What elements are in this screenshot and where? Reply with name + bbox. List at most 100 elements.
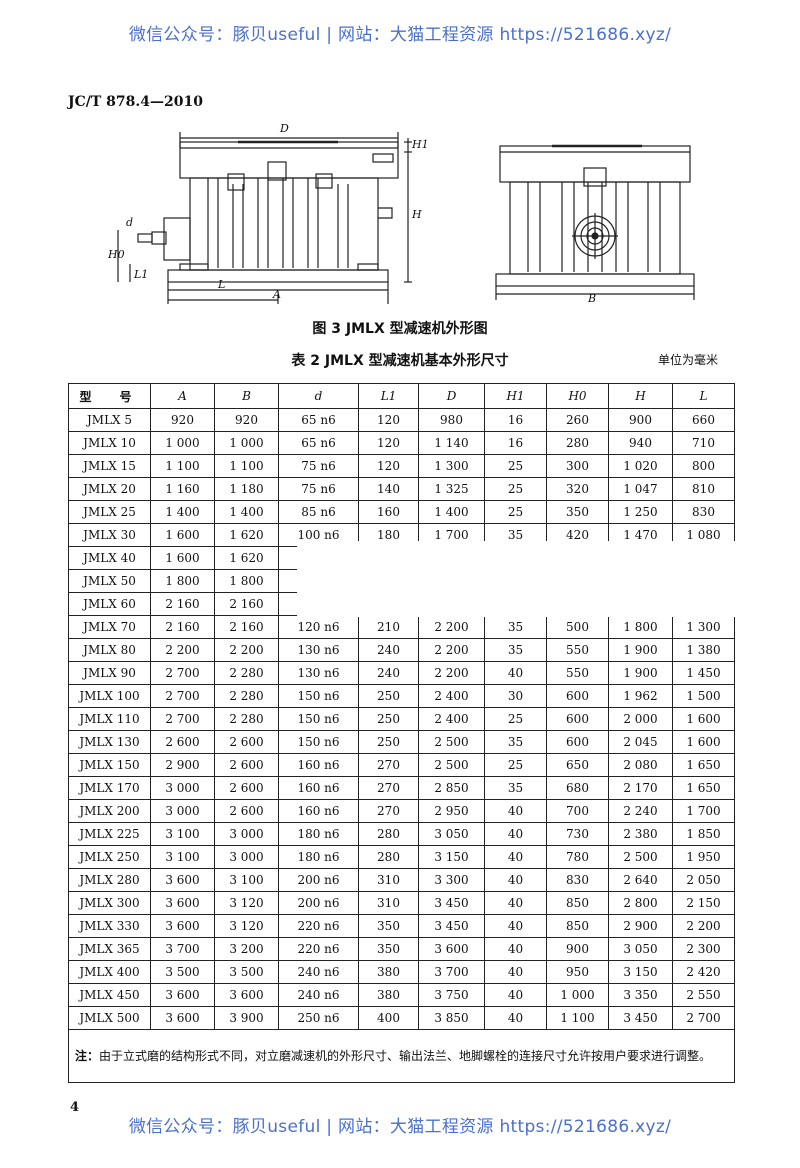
value-cell: 780 bbox=[546, 845, 609, 869]
value-cell: 1 900 bbox=[608, 661, 673, 685]
value-cell: 25 bbox=[484, 454, 547, 478]
label-D: D bbox=[279, 122, 289, 135]
value-cell: 40 bbox=[484, 891, 547, 915]
label-B: B bbox=[587, 292, 596, 304]
value-cell: 2 200 bbox=[418, 615, 485, 639]
value-cell: 850 bbox=[546, 891, 609, 915]
value-cell: 1 300 bbox=[418, 454, 485, 478]
model-cell: JMLX 450 bbox=[68, 983, 151, 1007]
value-cell: 40 bbox=[484, 845, 547, 869]
header-cell: A bbox=[150, 383, 215, 409]
value-cell: 3 700 bbox=[418, 960, 485, 984]
value-cell: 3 600 bbox=[418, 937, 485, 961]
value-cell: 3 900 bbox=[214, 1006, 279, 1030]
value-cell: 2 850 bbox=[418, 776, 485, 800]
value-cell: 65 n6 bbox=[278, 431, 359, 455]
value-cell: 830 bbox=[546, 868, 609, 892]
value-cell: 160 n6 bbox=[278, 799, 359, 823]
model-cell: JMLX 60 bbox=[68, 592, 151, 616]
value-cell: 1 500 bbox=[672, 684, 735, 708]
model-cell: JMLX 90 bbox=[68, 661, 151, 685]
value-cell: 2 280 bbox=[214, 684, 279, 708]
value-cell: 270 bbox=[358, 753, 419, 777]
label-L: L bbox=[217, 278, 225, 291]
model-cell: JMLX 80 bbox=[68, 638, 151, 662]
value-cell: 35 bbox=[484, 730, 547, 754]
value-cell: 810 bbox=[672, 477, 735, 501]
value-cell: 1 380 bbox=[672, 638, 735, 662]
value-cell: 2 280 bbox=[214, 661, 279, 685]
value-cell: 1 140 bbox=[418, 431, 485, 455]
value-cell: 1 650 bbox=[672, 753, 735, 777]
value-cell: 600 bbox=[546, 684, 609, 708]
model-cell: JMLX 15 bbox=[68, 454, 151, 478]
value-cell: 3 600 bbox=[150, 891, 215, 915]
value-cell: 3 600 bbox=[150, 914, 215, 938]
model-cell: JMLX 365 bbox=[68, 937, 151, 961]
value-cell: 600 bbox=[546, 730, 609, 754]
value-cell: 240 n6 bbox=[278, 960, 359, 984]
value-cell: 920 bbox=[214, 408, 279, 432]
table-note: 注：由于立式磨的结构形式不同，对立磨减速机的外形尺寸、输出法兰、地脚螺栓的连接尺… bbox=[68, 1029, 735, 1083]
value-cell: 3 600 bbox=[214, 983, 279, 1007]
value-cell: 2 640 bbox=[608, 868, 673, 892]
value-cell: 730 bbox=[546, 822, 609, 846]
value-cell: 2 080 bbox=[608, 753, 673, 777]
label-H1: H1 bbox=[411, 138, 428, 151]
value-cell: 40 bbox=[484, 960, 547, 984]
value-cell: 280 bbox=[358, 822, 419, 846]
value-cell: 25 bbox=[484, 707, 547, 731]
table-note-row: 注：由于立式磨的结构形式不同，对立磨减速机的外形尺寸、输出法兰、地脚螺栓的连接尺… bbox=[68, 1029, 735, 1083]
value-cell: 25 bbox=[484, 477, 547, 501]
value-cell: 1 100 bbox=[214, 454, 279, 478]
value-cell: 3 450 bbox=[418, 914, 485, 938]
value-cell: 650 bbox=[546, 753, 609, 777]
value-cell: 120 bbox=[358, 431, 419, 455]
model-cell: JMLX 400 bbox=[68, 960, 151, 984]
value-cell: 3 600 bbox=[150, 868, 215, 892]
value-cell: 700 bbox=[546, 799, 609, 823]
value-cell: 250 bbox=[358, 684, 419, 708]
table-caption: 表 2 JMLX 型减速机基本外形尺寸 bbox=[291, 353, 509, 369]
value-cell: 120 n6 bbox=[278, 615, 359, 639]
value-cell: 180 n6 bbox=[278, 845, 359, 869]
value-cell: 3 150 bbox=[418, 845, 485, 869]
value-cell: 140 bbox=[358, 477, 419, 501]
watermark-top: 微信公众号：豚贝useful | 网站：大猫工程资源 https://52168… bbox=[128, 25, 672, 45]
value-cell: 900 bbox=[546, 937, 609, 961]
value-cell: 1 100 bbox=[546, 1006, 609, 1030]
value-cell: 1 020 bbox=[608, 454, 673, 478]
header-cell: d bbox=[278, 383, 359, 409]
value-cell: 380 bbox=[358, 983, 419, 1007]
value-cell: 1 700 bbox=[672, 799, 735, 823]
value-cell: 2 600 bbox=[214, 799, 279, 823]
model-cell: JMLX 25 bbox=[68, 500, 151, 524]
value-cell: 350 bbox=[546, 500, 609, 524]
value-cell: 160 n6 bbox=[278, 753, 359, 777]
front-view-drawing: D H1 H d H0 L1 L A bbox=[108, 122, 428, 304]
value-cell: 2 200 bbox=[214, 638, 279, 662]
value-cell: 30 bbox=[484, 684, 547, 708]
label-H: H bbox=[411, 208, 422, 221]
value-cell: 85 n6 bbox=[278, 500, 359, 524]
value-cell: 160 bbox=[358, 500, 419, 524]
value-cell: 2 240 bbox=[608, 799, 673, 823]
value-cell: 660 bbox=[672, 408, 735, 432]
value-cell: 40 bbox=[484, 799, 547, 823]
value-cell: 2 600 bbox=[214, 776, 279, 800]
value-cell: 280 bbox=[546, 431, 609, 455]
value-cell: 1 250 bbox=[608, 500, 673, 524]
value-cell: 260 bbox=[546, 408, 609, 432]
value-cell: 2 200 bbox=[418, 661, 485, 685]
header-cell: L bbox=[672, 383, 735, 409]
label-A: A bbox=[272, 288, 281, 301]
value-cell: 3 500 bbox=[150, 960, 215, 984]
